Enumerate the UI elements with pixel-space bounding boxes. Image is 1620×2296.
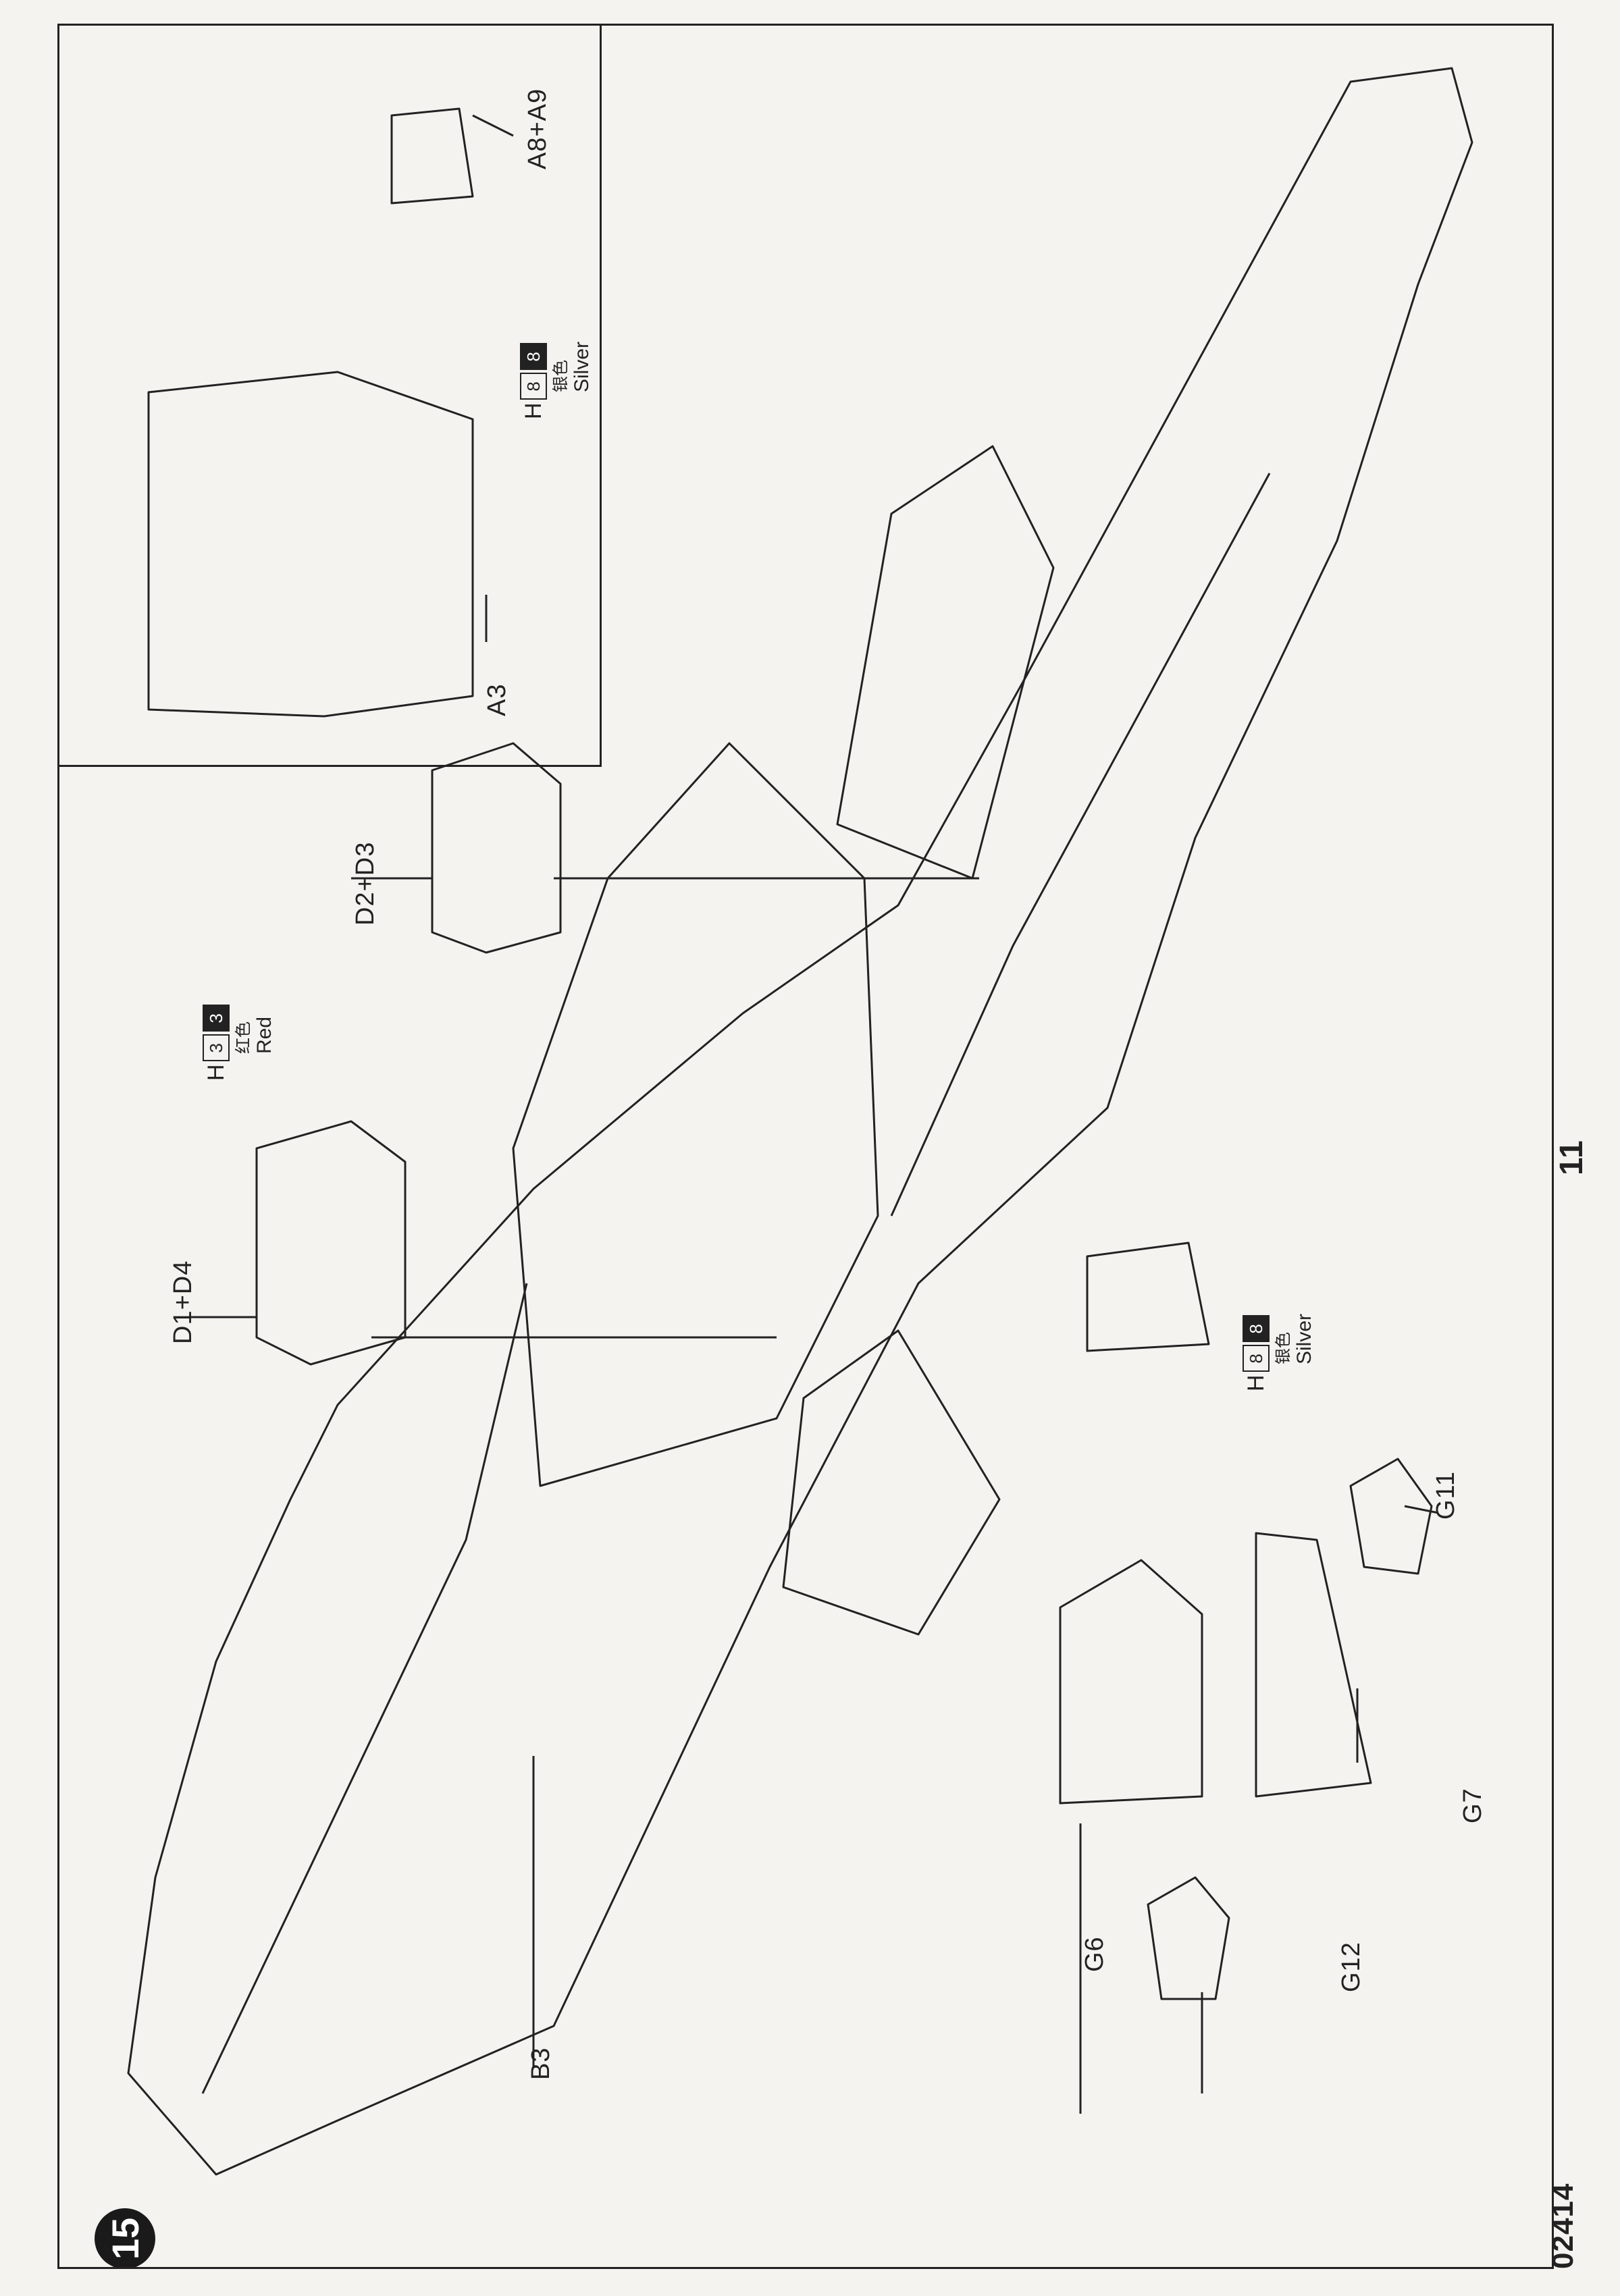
- paint-name: Silver: [571, 341, 593, 392]
- part-tank: [1086, 1242, 1210, 1352]
- wing-panel-line-2: [890, 473, 1271, 1217]
- paint-callout-red: H 3 3 红色 Red: [203, 1005, 276, 1081]
- paint-code-light: 8: [520, 373, 547, 400]
- leader-a8a9: [472, 114, 514, 137]
- paint-callout-silver-tank: H 8 8 银色 Silver: [1243, 1314, 1316, 1391]
- part-g6: [1059, 1559, 1203, 1805]
- label-a8-a9: A8+A9: [523, 88, 552, 169]
- flap-left: [782, 1329, 1001, 1636]
- wing-panel-line: [201, 1283, 528, 2094]
- label-d2-d3: D2+D3: [351, 841, 380, 926]
- paint-prefix: H: [1243, 1374, 1269, 1391]
- paint-chinese: 银色: [1274, 1332, 1292, 1364]
- radiator-d2-d3: [431, 742, 562, 954]
- label-g11: G11: [1432, 1470, 1460, 1520]
- label-d1-d4: D1+D4: [169, 1260, 197, 1344]
- paint-name: Red: [253, 1016, 276, 1054]
- part-a8-a9: [390, 107, 474, 205]
- label-g7: G7: [1459, 1788, 1487, 1823]
- paint-code-dark: 8: [520, 343, 547, 371]
- paint-code-dark: 3: [203, 1005, 230, 1032]
- paint-callout-silver-inset: H 8 8 银色 Silver: [520, 342, 594, 419]
- paint-prefix: H: [203, 1064, 229, 1081]
- label-g12: G12: [1337, 1942, 1365, 1992]
- paint-code-light: 3: [203, 1034, 230, 1062]
- label-b3: B3: [527, 2047, 555, 2080]
- flap-right: [836, 445, 1055, 880]
- leader-g11: [1404, 1505, 1439, 1514]
- label-g6: G6: [1080, 1936, 1109, 1972]
- paint-chinese: 红色: [234, 1021, 253, 1054]
- part-a3: [147, 371, 474, 718]
- paint-name: Silver: [1293, 1313, 1315, 1364]
- part-g12: [1147, 1876, 1230, 2000]
- part-g7: [1255, 1532, 1372, 1798]
- paint-chinese: 银色: [552, 360, 570, 392]
- paint-code-light: 8: [1243, 1345, 1270, 1372]
- paint-prefix: H: [520, 402, 546, 419]
- wing-outline: [127, 67, 1473, 2176]
- radiator-d1-d4: [255, 1120, 407, 1366]
- part-g11: [1349, 1458, 1433, 1575]
- label-a3: A3: [483, 683, 511, 716]
- paint-code-dark: 8: [1243, 1315, 1270, 1343]
- center-section: [512, 742, 879, 1487]
